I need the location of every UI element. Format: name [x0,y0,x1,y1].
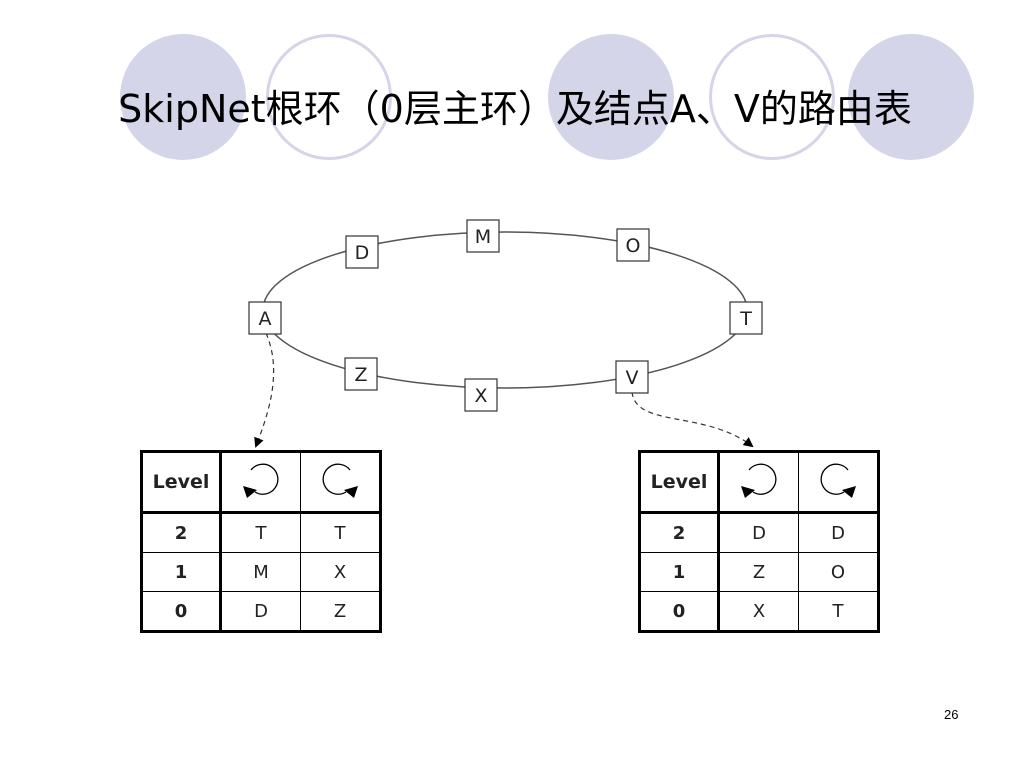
node-box [248,301,282,335]
table-header-row: Level [141,451,381,514]
pointer-arrow-v [631,391,754,448]
node-box [466,219,500,253]
ring-node-m: M [466,219,500,253]
node-label: T [739,308,752,330]
ring-node-d: D [345,235,379,269]
ring-node-z: Z [344,357,378,391]
node-box [729,301,763,335]
level-cell: 0 [141,591,222,632]
level-cell: 2 [639,512,720,553]
slide-title: SkipNet根环（0层主环）及结点A、V的路由表 [118,87,912,131]
root-ring [262,231,748,389]
counterclockwise-header [718,451,799,514]
clockwise-header [300,451,381,514]
node-box [464,378,498,412]
ring-node-a: A [248,301,282,335]
table-row: 0 D Z [141,591,381,632]
table-row: 0 X T [639,591,879,632]
node-box [345,235,379,269]
decorative-circle-3 [548,34,674,160]
ring-node-x: X [464,378,498,412]
decorative-circle-1 [120,34,246,160]
ccw-cell: D [220,591,301,632]
ccw-cell: T [220,512,301,553]
node-label: X [474,385,487,407]
table-row: 2 T T [141,512,381,553]
table-row: 1 M X [141,552,381,592]
node-box [344,357,378,391]
cw-cell: Z [300,591,381,632]
node-label: D [355,242,370,264]
node-label: Z [354,364,367,386]
table-header-row: Level [639,451,879,514]
counterclockwise-header [220,451,301,514]
ring-node-o: O [616,228,650,262]
level-cell: 1 [639,552,720,592]
cw-cell: X [300,552,381,592]
level-cell: 1 [141,552,222,592]
ccw-cell: D [718,512,799,553]
level-cell: 2 [141,512,222,553]
ccw-cell: M [220,552,301,592]
ccw-cell: Z [718,552,799,592]
ring-node-t: T [729,301,763,335]
table-row: 2 D D [639,512,879,553]
level-header: Level [141,451,222,514]
table-row: 1 Z O [639,552,879,592]
level-header: Level [639,451,720,514]
node-label: O [626,235,641,257]
counterclockwise-arrow-icon [243,463,279,498]
page-number: 26 [944,707,959,722]
node-label: V [626,367,639,389]
cw-cell: T [798,591,879,632]
cw-cell: O [798,552,879,592]
level-cell: 0 [639,591,720,632]
clockwise-arrow-icon [820,463,856,498]
ring-node-v: V [615,360,649,394]
node-label: M [475,226,491,248]
cw-cell: T [300,512,381,553]
ccw-cell: X [718,591,799,632]
pointer-arrow-a [254,332,275,448]
decorative-circle-4 [709,34,835,160]
routing-table-v: Level 2 D D 1 Z O 0 X T [638,450,880,633]
decorative-circle-5 [848,34,974,160]
node-box [615,360,649,394]
ring-nodes: A D M O T V X Z [248,219,763,412]
node-box [616,228,650,262]
cw-cell: D [798,512,879,553]
clockwise-header [798,451,879,514]
counterclockwise-arrow-icon [741,463,777,498]
routing-table-a: Level 2 T T 1 M X 0 D Z [140,450,382,633]
node-label: A [259,308,272,330]
clockwise-arrow-icon [322,463,358,498]
decorative-circle-2 [266,34,392,160]
